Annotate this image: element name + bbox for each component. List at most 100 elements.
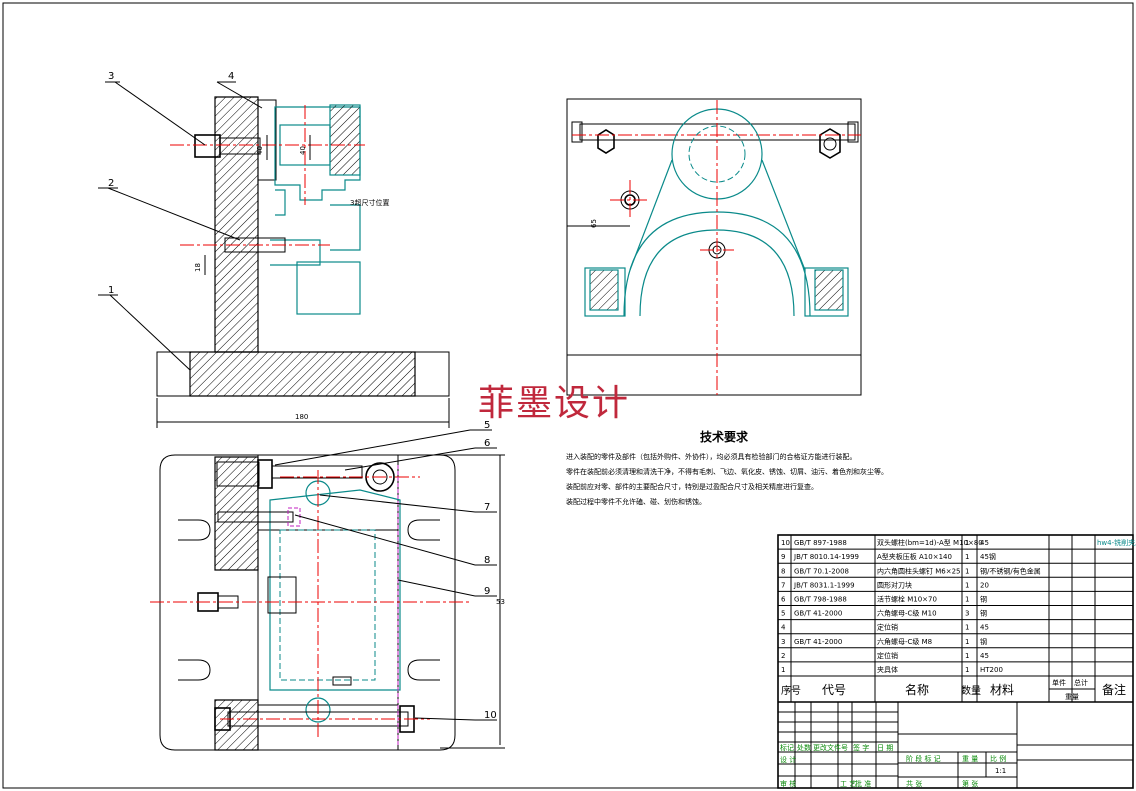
bom-cell-mat: 钢 bbox=[980, 637, 987, 646]
bom-cell-code: GB/T 41-2000 bbox=[794, 610, 842, 618]
bom-cell-mat: 45 bbox=[980, 652, 989, 660]
bom-cell-no: 5 bbox=[781, 610, 785, 618]
tech-req-title: 技术要求 bbox=[700, 429, 749, 444]
leader-8: 8 bbox=[484, 555, 490, 566]
watermark-text: 菲墨设计 bbox=[478, 383, 630, 424]
tb-scale-label: 比 例 bbox=[990, 754, 1006, 763]
bom-cell-no: 1 bbox=[781, 666, 785, 674]
tb-sheet-no: 第 张 bbox=[962, 779, 978, 788]
tb-stage: 阶 段 标 记 bbox=[906, 754, 941, 763]
bom-cell-name: 内六角圆柱头螺钉 M6×25 bbox=[877, 566, 961, 575]
tb-change: 更改文件号 bbox=[813, 743, 848, 752]
bom-cell-qty: 1 bbox=[965, 553, 969, 561]
leader-2: 2 bbox=[108, 178, 114, 189]
bom-cell-qty: 3 bbox=[965, 610, 969, 618]
tb-design: 设 计 bbox=[780, 755, 796, 764]
bom-cell-qty: 1 bbox=[965, 539, 969, 547]
bom-cell-qty: 1 bbox=[965, 638, 969, 646]
bom-cell-code: GB/T 798-1988 bbox=[794, 596, 847, 604]
bom-cell-mat: 钢/不锈钢/有色金属 bbox=[980, 566, 1041, 575]
leader-5: 5 bbox=[484, 420, 490, 431]
bom-cell-qty: 1 bbox=[965, 581, 969, 589]
tech-req-line-2: 零件在装配前必须清理和清洗干净，不得有毛刺、飞边、氧化皮、锈蚀、切屑、油污、着色… bbox=[566, 467, 888, 476]
bom-top-right: hw4-铣削夹具装配图(A3) bbox=[1097, 538, 1136, 547]
dim-40a: 40 bbox=[256, 146, 264, 155]
bom-header-mat: 材料 bbox=[990, 683, 1014, 697]
bom-header-unit: 单件 bbox=[1052, 678, 1066, 687]
tb-date: 日 期 bbox=[877, 744, 893, 752]
leader-9: 9 bbox=[484, 586, 490, 597]
bom-header-remark: 备注 bbox=[1102, 682, 1126, 697]
dim-65: 65 bbox=[590, 219, 598, 228]
bom-cell-no: 9 bbox=[781, 553, 785, 561]
bom-cell-name: 夹具体 bbox=[877, 665, 898, 674]
bom-header-qty: 数量 bbox=[961, 684, 981, 697]
bom-cell-code: GB/T 41-2000 bbox=[794, 638, 842, 646]
bom-cell-mat: 45 bbox=[980, 539, 989, 547]
bom-header-no: 序号 bbox=[781, 684, 801, 697]
dim-53: 53 bbox=[496, 598, 505, 606]
tb-sign: 签 字 bbox=[853, 743, 869, 752]
bom-header-weight: 重量 bbox=[1065, 693, 1079, 701]
bom-cell-name: 活节螺栓 M10×70 bbox=[877, 595, 937, 604]
dim-40b: 40 bbox=[299, 146, 307, 155]
bom-cell-mat: 45钢 bbox=[980, 552, 996, 561]
bom-cell-code: JB/T 8010.14-1999 bbox=[793, 553, 859, 561]
tb-approve: 批 准 bbox=[855, 779, 871, 788]
bom-cell-mat: 20 bbox=[980, 581, 989, 589]
bom-cell-no: 6 bbox=[781, 596, 786, 604]
bom-header-code: 代号 bbox=[822, 683, 846, 697]
bom-cell-name: 圆形对刀块 bbox=[877, 580, 912, 589]
tb-weight: 重 量 bbox=[962, 755, 978, 763]
bom-header-name: 名称 bbox=[905, 682, 929, 697]
bom-cell-name: 双头螺柱(bm=1d)-A型 M10×80 bbox=[877, 538, 983, 547]
tech-req-line-3: 装配前应对零、部件的主要配合尺寸，特别是过盈配合尺寸及相关精度进行复查。 bbox=[566, 482, 818, 491]
tb-sheets-total: 共 张 bbox=[906, 779, 922, 788]
top-view bbox=[150, 429, 505, 751]
bom-cell-no: 7 bbox=[781, 581, 785, 589]
bom-cell-name: 定位销 bbox=[877, 623, 898, 632]
bom-cell-code: GB/T 897-1988 bbox=[794, 539, 847, 547]
title-block bbox=[778, 702, 1133, 788]
bom-cell-no: 4 bbox=[781, 624, 786, 632]
front-view bbox=[98, 81, 450, 428]
leader-4: 4 bbox=[228, 71, 234, 82]
bom-cell-code: JB/T 8031.1-1999 bbox=[793, 581, 855, 589]
bom-cell-no: 8 bbox=[781, 567, 785, 575]
bom-cell-mat: 钢 bbox=[980, 595, 987, 604]
bom-cell-name: 六角螺母-C级 M10 bbox=[877, 609, 937, 618]
leader-6: 6 bbox=[484, 438, 490, 449]
dim-width: 180 bbox=[295, 413, 308, 421]
tb-process: 工 艺 bbox=[840, 780, 856, 788]
tb-mark: 标记 bbox=[780, 743, 794, 752]
bom-header-total: 总计 bbox=[1074, 678, 1088, 687]
bom-cell-code: GB/T 70.1-2008 bbox=[794, 567, 849, 575]
bom-cell-mat: 45 bbox=[980, 624, 989, 632]
bom-cell-qty: 1 bbox=[965, 596, 969, 604]
bom-cell-mat: 钢 bbox=[980, 609, 987, 618]
tech-req-line-1: 进入装配的零件及部件（包括外购件、外协件），均必须具有检验部门的合格证方能进行装… bbox=[566, 452, 857, 461]
bom-cell-qty: 1 bbox=[965, 624, 969, 632]
dim-18: 18 bbox=[194, 263, 202, 272]
bom-cell-qty: 1 bbox=[965, 666, 969, 674]
bom-cell-name: 六角螺母-C级 M8 bbox=[877, 637, 932, 646]
tb-review: 审 核 bbox=[780, 779, 796, 788]
bom-cell-name: A型夹板压板 A10×140 bbox=[877, 552, 952, 561]
tb-count: 处数 bbox=[797, 743, 811, 752]
leader-1: 1 bbox=[108, 285, 114, 296]
bom-cell-no: 2 bbox=[781, 652, 785, 660]
bom-cell-no: 3 bbox=[781, 638, 785, 646]
bom-cell-no: 10 bbox=[781, 539, 790, 547]
leader-3: 3 bbox=[108, 71, 114, 82]
note-limit: 3超尺寸位置 bbox=[350, 198, 389, 207]
leader-7: 7 bbox=[484, 502, 490, 513]
bom-cell-qty: 1 bbox=[965, 567, 969, 575]
side-view bbox=[566, 98, 862, 396]
bom-cell-name: 定位销 bbox=[877, 651, 898, 660]
tech-req-line-4: 装配过程中零件不允许磕、碰、划伤和锈蚀。 bbox=[566, 497, 706, 506]
bom-cell-mat: HT200 bbox=[980, 666, 1003, 674]
bom-cell-qty: 1 bbox=[965, 652, 969, 660]
